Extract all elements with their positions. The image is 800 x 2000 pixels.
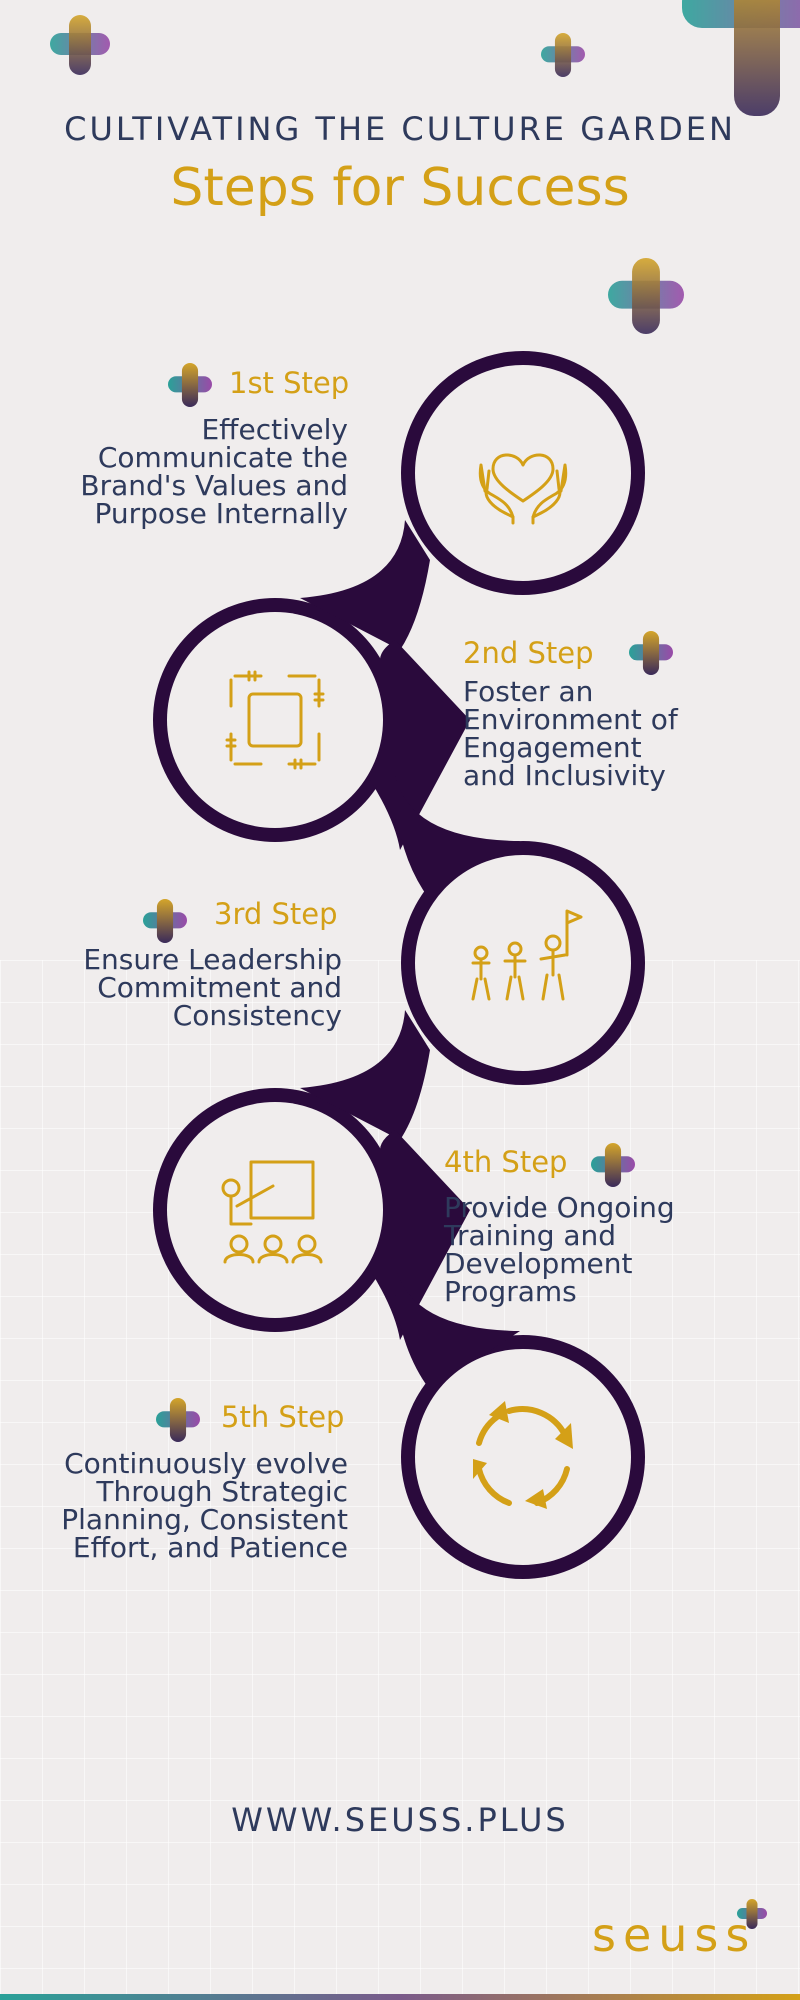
step-4-text: Provide Ongoing Training and Development… bbox=[444, 1191, 675, 1308]
plus-icon bbox=[143, 899, 187, 943]
chain-connector bbox=[395, 1265, 520, 1390]
cycle-arrows-icon bbox=[473, 1401, 573, 1509]
icon-circle bbox=[415, 365, 631, 581]
icon-circle bbox=[167, 612, 383, 828]
plus-icon bbox=[50, 15, 110, 75]
icon-circle bbox=[167, 1102, 383, 1318]
icon-circle bbox=[415, 1349, 631, 1565]
plus-icon bbox=[737, 1899, 767, 1929]
step-2-heading: 2nd Step bbox=[463, 636, 594, 670]
leader-flag-icon bbox=[471, 909, 583, 1001]
icon-circle bbox=[415, 855, 631, 1071]
heart-hands-icon bbox=[478, 453, 568, 525]
plus-icon bbox=[156, 1398, 200, 1442]
plus-icon bbox=[168, 363, 212, 407]
brand-logo: seuss bbox=[592, 1908, 757, 1962]
chain-connector bbox=[300, 520, 430, 650]
training-board-icon bbox=[221, 1160, 323, 1264]
plus-icon bbox=[682, 0, 800, 116]
step-3-text: Ensure Leadership Commitment and Consist… bbox=[83, 943, 342, 1032]
step-5-heading: 5th Step bbox=[221, 1400, 345, 1434]
page-title: CULTIVATING THE CULTURE GARDEN bbox=[64, 110, 736, 148]
plus-icon bbox=[629, 631, 673, 675]
website-link[interactable]: WWW.SEUSS.PLUS bbox=[231, 1801, 569, 1839]
step-3-heading: 3rd Step bbox=[214, 897, 338, 931]
plus-icon bbox=[541, 33, 585, 77]
step-4-heading: 4th Step bbox=[444, 1145, 568, 1179]
chain-connector bbox=[300, 1010, 430, 1140]
step-2-text: Foster an Environment of Engagement and … bbox=[463, 675, 678, 792]
step-1-heading: 1st Step bbox=[229, 366, 350, 400]
page-subtitle: Steps for Success bbox=[170, 158, 630, 218]
linked-hands-icon bbox=[225, 670, 325, 770]
bottom-gradient-bar bbox=[0, 1994, 800, 2000]
step-5-text: Continuously evolve Through Strategic Pl… bbox=[61, 1447, 348, 1564]
plus-icon bbox=[608, 258, 684, 334]
step-1-text: Effectively Communicate the Brand's Valu… bbox=[80, 413, 348, 530]
plus-icon bbox=[591, 1143, 635, 1187]
chain-connector bbox=[395, 775, 520, 900]
steps-chain bbox=[153, 351, 645, 1579]
